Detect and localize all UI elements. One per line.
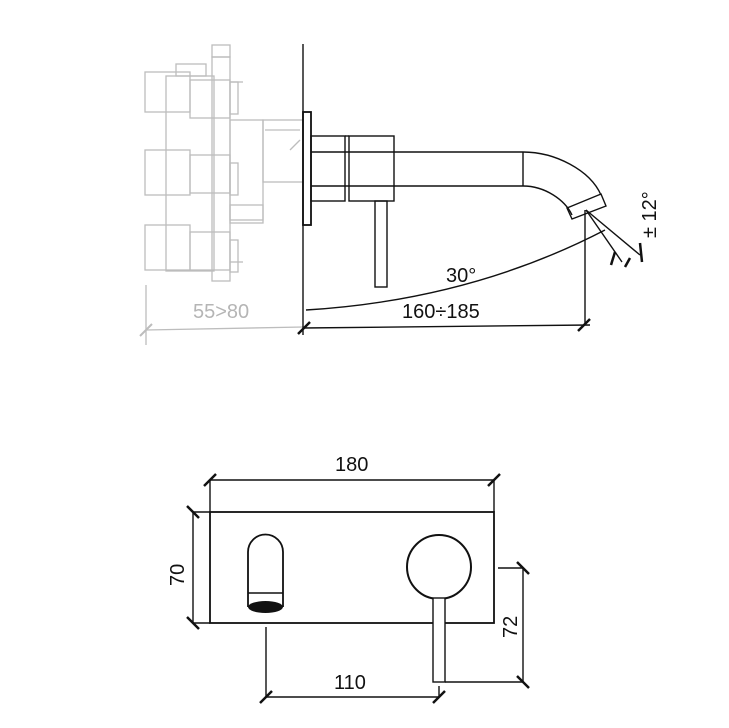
concealed-valve-body xyxy=(144,44,304,282)
swivel-angle-label: 30° xyxy=(446,265,476,287)
swivel-arc xyxy=(305,229,606,311)
handle-height-dimension: 72 xyxy=(445,561,530,689)
spout-to-handle-label: 110 xyxy=(334,672,366,694)
side-view-faucet xyxy=(302,111,644,288)
projection-label: 160÷185 xyxy=(402,301,480,323)
projection-dimension: 160÷185 xyxy=(297,210,591,335)
wall-depth-label: 55>80 xyxy=(193,301,249,323)
plate-width-dimension: 180 xyxy=(203,454,501,512)
tilt-angle-label: ± 12° xyxy=(639,191,661,238)
plate-height-label: 70 xyxy=(167,564,189,586)
plate-height-dimension: 70 xyxy=(167,505,210,630)
spout-to-handle-dimension: 110 xyxy=(259,627,446,704)
wall-depth-dimension: 55>80 xyxy=(139,285,304,345)
handle-height-label: 72 xyxy=(500,616,522,638)
plate-width-label: 180 xyxy=(335,454,368,476)
front-view-faucet xyxy=(209,511,495,683)
